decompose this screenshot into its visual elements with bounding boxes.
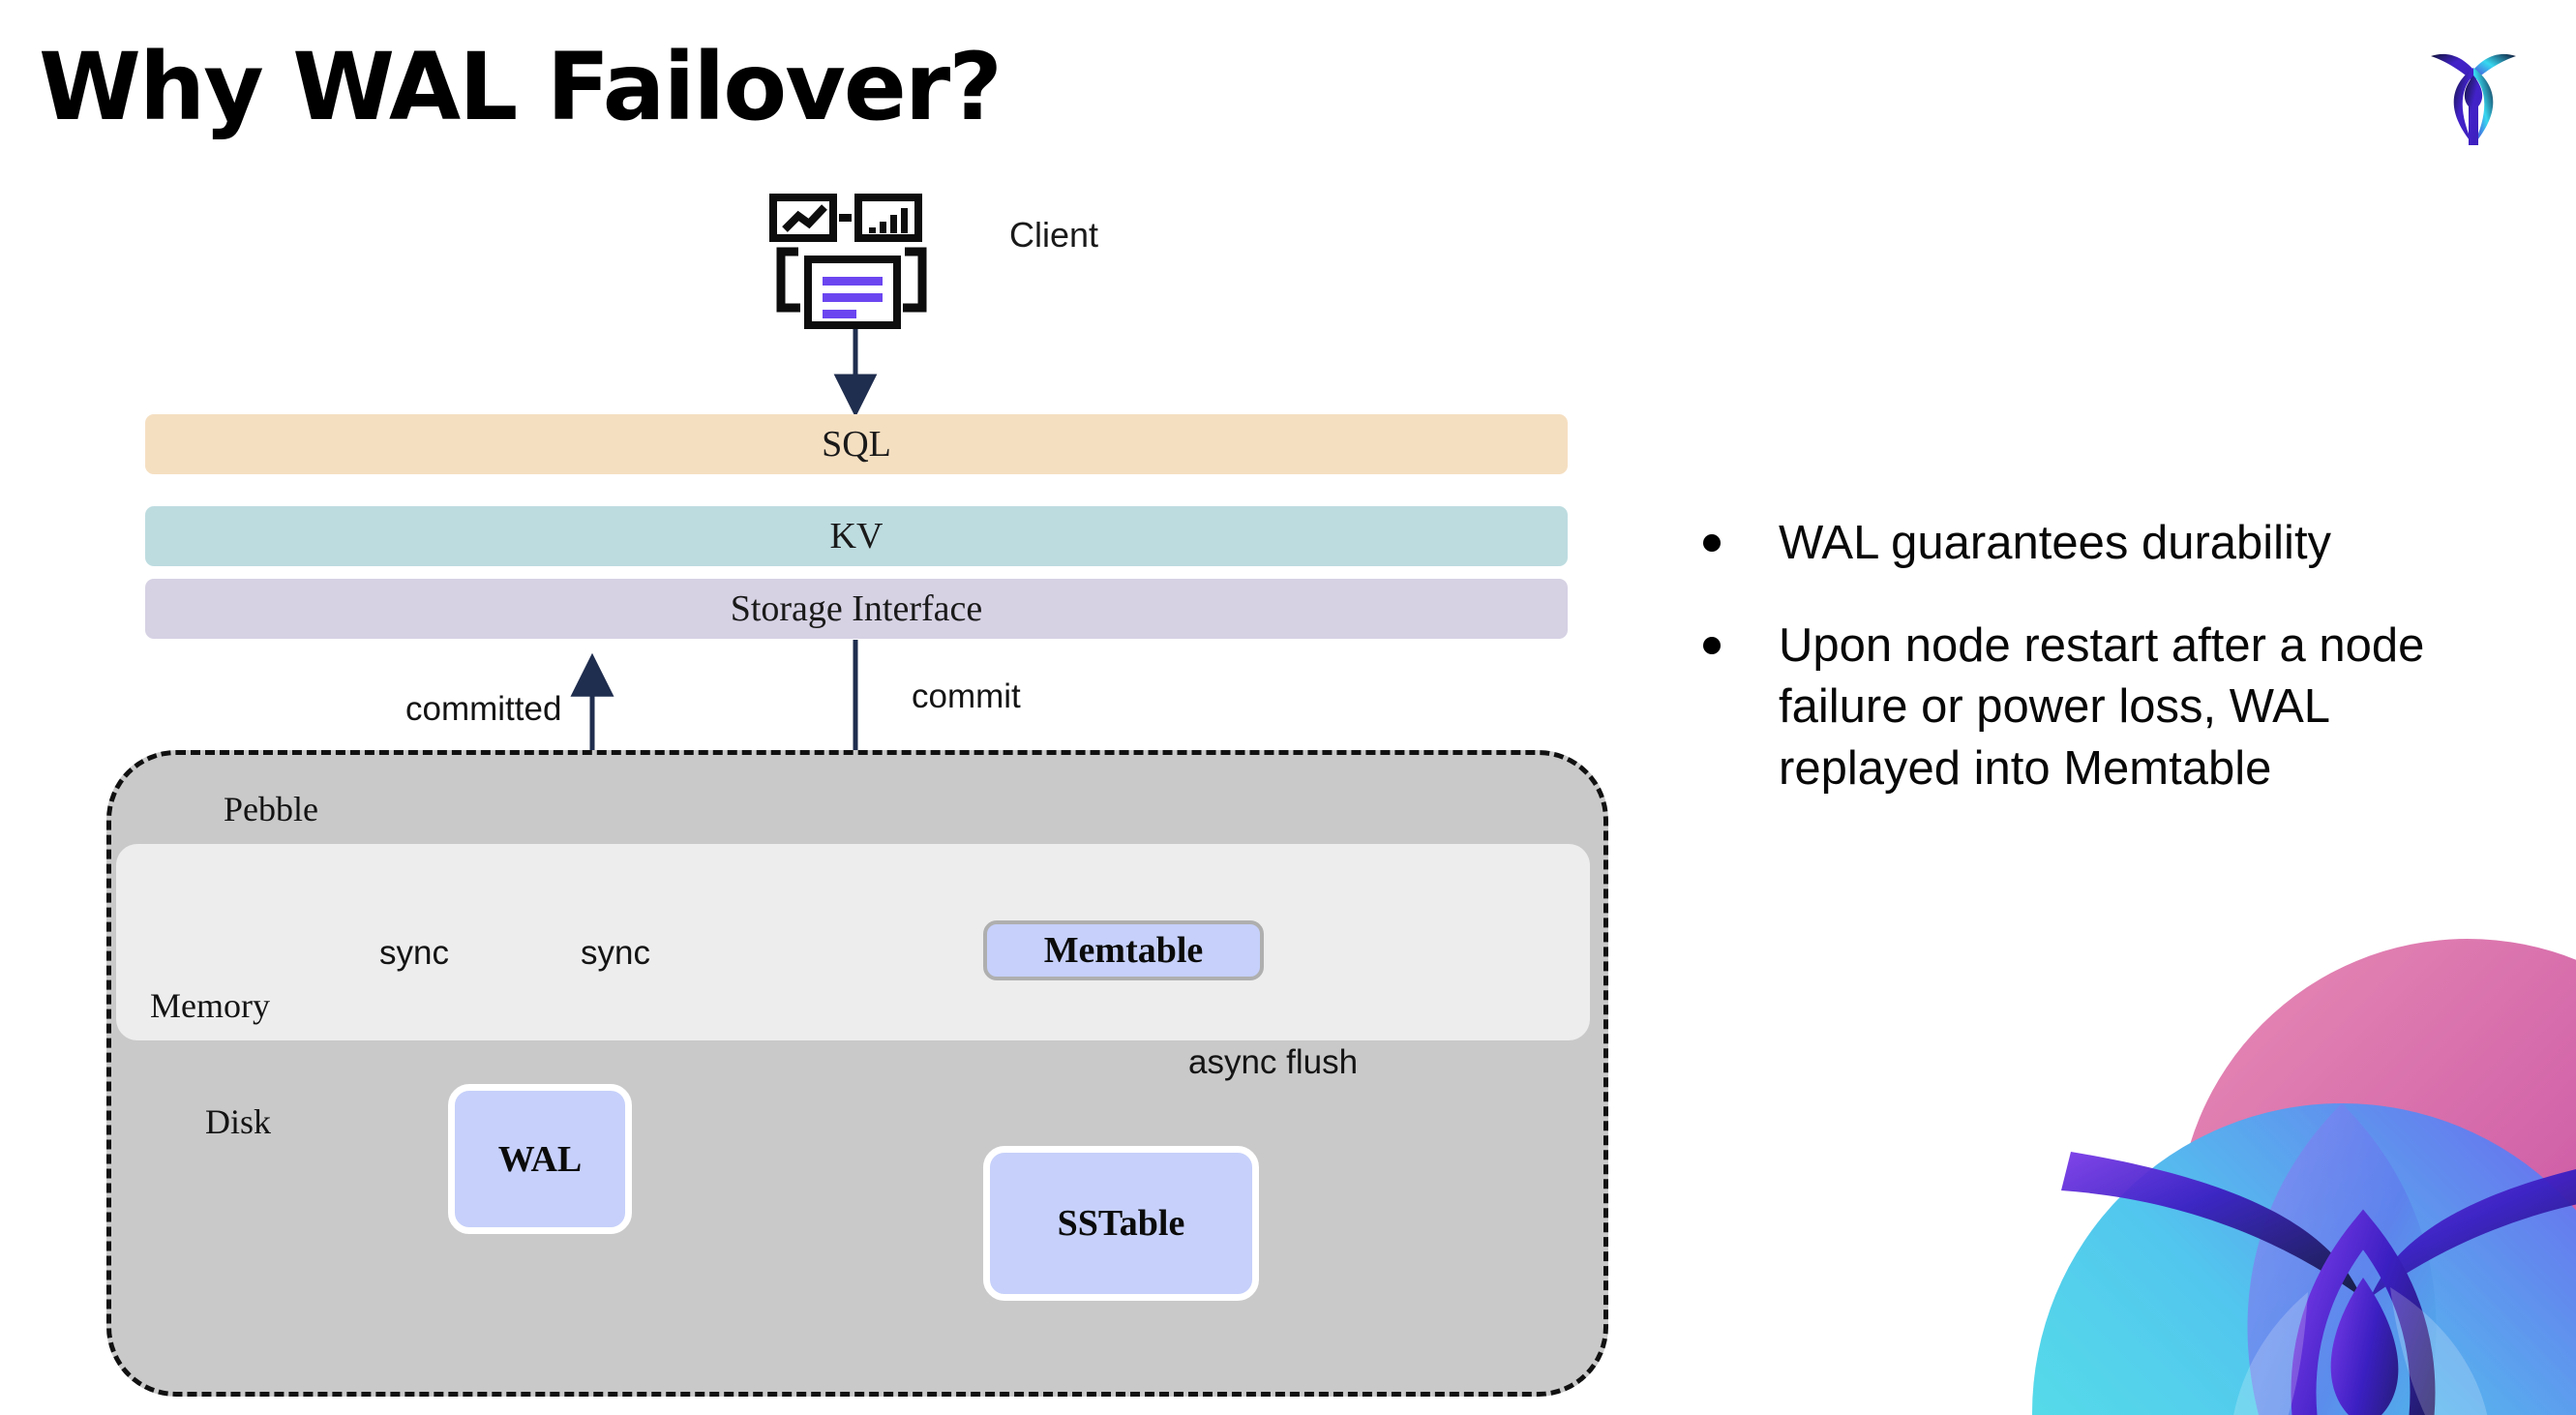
cockroachdb-logo	[2415, 37, 2531, 163]
architecture-diagram: Client SQL KV Storage Interface Pebble M…	[106, 194, 1608, 1397]
bullet-dot-icon	[1703, 534, 1721, 552]
pebble-label: Pebble	[224, 790, 318, 828]
client-label: Client	[1009, 215, 1099, 255]
layer-label-storage-interface: Storage Interface	[730, 588, 983, 629]
disk-label: Disk	[205, 1102, 272, 1141]
layer-bar-storage-interface: Storage Interface	[145, 579, 1568, 639]
node-label-sstable: SSTable	[1057, 1203, 1185, 1244]
node-label-wal: WAL	[497, 1138, 583, 1180]
edge-label-sync-right: sync	[581, 934, 650, 972]
layer-bar-kv: KV	[145, 506, 1568, 566]
bullet-text: Upon node restart after a node failure o…	[1779, 618, 2425, 796]
memory-label: Memory	[150, 986, 270, 1025]
node-memtable: Memtable	[983, 920, 1264, 980]
layer-label-sql: SQL	[822, 424, 891, 465]
node-wal: WAL	[448, 1084, 632, 1234]
client-dashboard-icon	[769, 194, 934, 329]
list-item: WAL guarantees durability	[1703, 513, 2497, 575]
edge-label-sync-left: sync	[379, 934, 449, 972]
edge-label-committed: committed	[405, 690, 562, 728]
edge-label-async-flush: async flush	[1188, 1043, 1359, 1081]
decorative-logo-watermark	[1926, 910, 2576, 1415]
page-title: Why WAL Failover?	[39, 33, 1003, 141]
bullet-text: WAL guarantees durability	[1779, 517, 2332, 569]
layer-label-kv: KV	[829, 516, 884, 557]
list-item: Upon node restart after a node failure o…	[1703, 616, 2497, 800]
memory-region	[116, 844, 1590, 1040]
node-sstable: SSTable	[983, 1146, 1259, 1301]
bullet-dot-icon	[1703, 636, 1721, 654]
node-label-memtable: Memtable	[1043, 930, 1204, 971]
layer-bar-sql: SQL	[145, 414, 1568, 474]
bullet-list: WAL guarantees durability Upon node rest…	[1703, 513, 2497, 841]
edge-label-commit: commit	[912, 677, 1021, 715]
